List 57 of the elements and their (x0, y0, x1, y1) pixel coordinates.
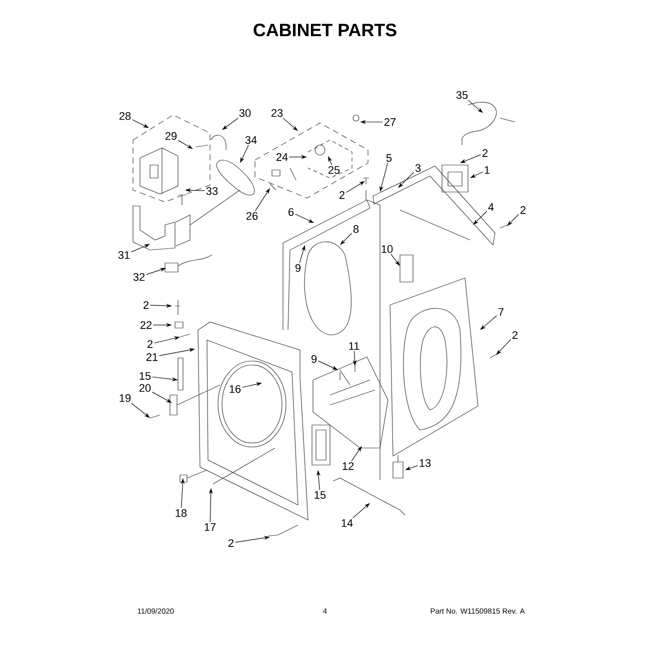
leader-line (473, 210, 488, 225)
callout-number: 1 (484, 166, 490, 174)
callout-number: 2 (144, 301, 148, 309)
callout-number: 34 (245, 136, 257, 144)
callout-number: 9 (295, 264, 301, 272)
callout-number: 21 (146, 353, 158, 361)
callout-number: 19 (120, 394, 131, 402)
callout-number: 22 (140, 321, 152, 329)
callout-number: 2 (512, 331, 518, 339)
callout-number: 4 (488, 203, 494, 211)
callout-number: 31 (118, 251, 130, 259)
callout-number: 15 (314, 491, 326, 499)
callout-number: 28 (119, 112, 131, 120)
callout-number: 17 (204, 523, 216, 531)
callout-number: 18 (176, 509, 187, 517)
callout-number: 10 (382, 245, 393, 253)
leader-line (496, 339, 512, 355)
leader-line (480, 315, 498, 330)
callout-number: 27 (384, 118, 396, 126)
callout-number: 15 (140, 372, 151, 380)
callout-number: 5 (386, 154, 392, 162)
callout-number: 2 (148, 340, 152, 348)
leader-line (507, 214, 520, 226)
leader-line (468, 100, 483, 113)
leader-line (131, 402, 150, 418)
callout-number: 16 (230, 385, 241, 393)
callout-number: 33 (206, 187, 218, 195)
callout-number: 2 (340, 191, 344, 199)
callout-number: 2 (228, 539, 234, 547)
callout-number: 35 (456, 91, 468, 99)
callout-number: 9 (311, 355, 317, 363)
callout-number: 7 (498, 308, 504, 316)
callout-number: 2 (482, 149, 488, 157)
leader-line (398, 172, 414, 188)
callout-number: 23 (271, 109, 283, 117)
callout-number: 2 (520, 206, 526, 214)
callout-number: 3 (415, 164, 421, 172)
callout-number: 30 (239, 109, 251, 117)
leader-line (340, 232, 352, 245)
leader-line (352, 503, 370, 518)
callout-number: 20 (139, 384, 151, 392)
leader-line (390, 254, 400, 266)
title: CABINET PARTS (254, 24, 396, 36)
callout-number: 14 (342, 519, 353, 527)
callout-number: 32 (133, 273, 145, 281)
callout-number: 13 (420, 459, 431, 467)
callout-number: 6 (288, 208, 294, 216)
callout-number: 12 (342, 462, 354, 470)
callout-number: 11 (349, 342, 360, 350)
callout-number: 24 (276, 153, 288, 161)
leader-line (351, 446, 362, 462)
leader-line (282, 118, 298, 131)
leader-line (222, 118, 238, 130)
callout-number: 26 (246, 212, 258, 220)
callout-number: 29 (165, 132, 177, 140)
callout-number: 8 (353, 225, 359, 233)
callout-number: 25 (328, 166, 340, 174)
